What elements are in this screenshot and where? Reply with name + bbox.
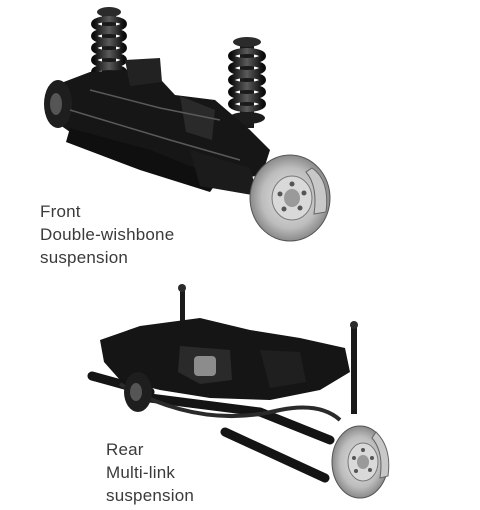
rear-right-shock-absorber bbox=[350, 321, 358, 414]
front-caption-line-2: Double-wishbone bbox=[40, 225, 175, 244]
rear-suspension-caption: Rear Multi-link suspension bbox=[106, 438, 194, 507]
rear-left-hub bbox=[124, 372, 152, 412]
rear-caption-line-2: Multi-link bbox=[106, 463, 176, 482]
rear-stabilizer-bar bbox=[119, 382, 342, 422]
front-left-hub bbox=[44, 80, 72, 128]
front-subframe bbox=[48, 58, 270, 196]
rear-right-brake-rotor bbox=[331, 425, 390, 499]
rear-subframe bbox=[100, 318, 350, 400]
rear-left-shock-absorber bbox=[178, 284, 186, 330]
front-suspension-caption: Front Double-wishbone suspension bbox=[40, 200, 174, 269]
front-caption-line-3: suspension bbox=[40, 248, 129, 267]
rear-caption-line-3: suspension bbox=[106, 486, 195, 505]
rear-caption-line-1: Rear bbox=[106, 440, 144, 459]
front-right-brake-rotor bbox=[249, 154, 331, 242]
front-caption-line-1: Front bbox=[40, 202, 81, 221]
